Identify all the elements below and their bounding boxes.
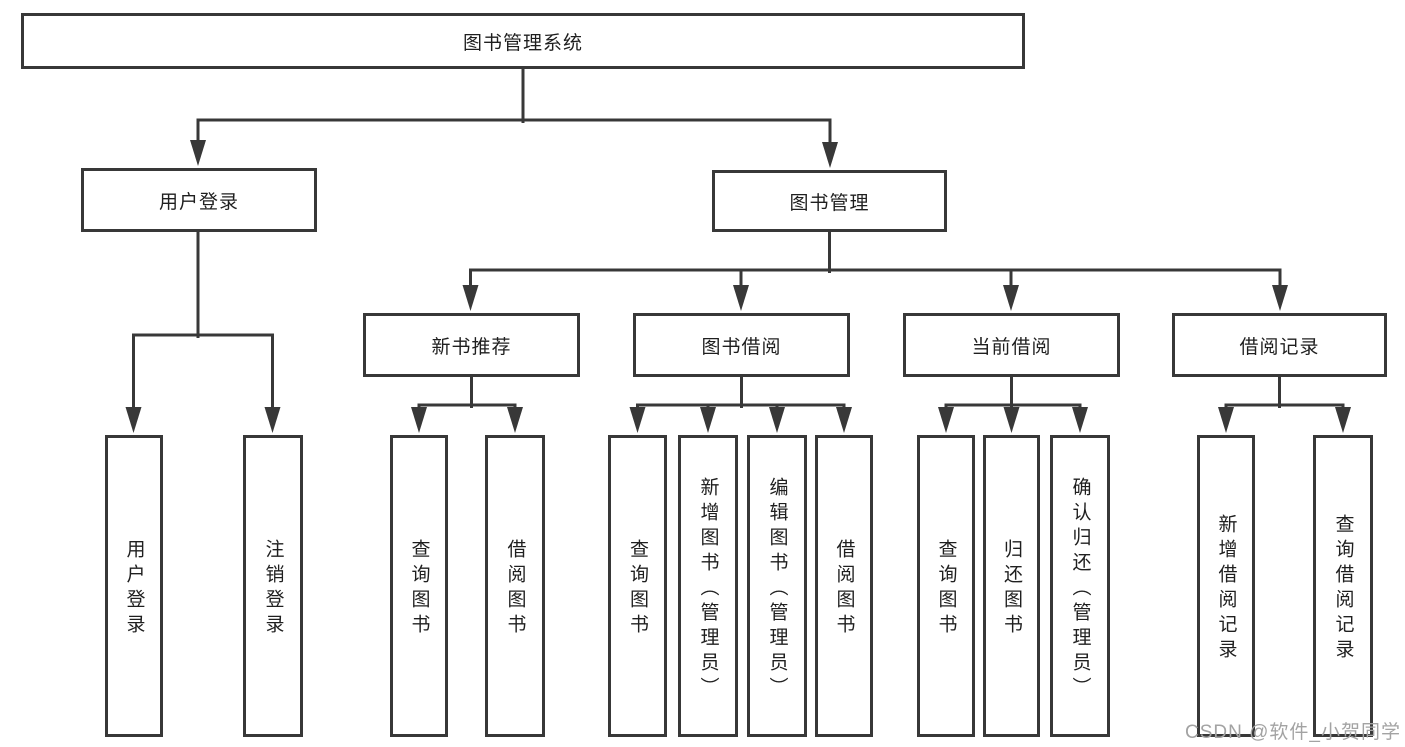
leaf-user-login: 用户登录	[105, 435, 163, 737]
node-new-book-recommend: 新书推荐	[363, 313, 580, 377]
leaf-current-query: 查询图书	[917, 435, 975, 737]
leaf-record-query: 查询借阅记录	[1313, 435, 1373, 737]
leaf-borrow-query: 查询图书	[608, 435, 667, 737]
leaf-current-return: 归还图书	[983, 435, 1040, 737]
leaf-borrow-add-admin: 新增图书（管理员）	[678, 435, 738, 737]
node-book-management: 图书管理	[712, 170, 947, 232]
arrow-down-icons	[125, 140, 1351, 433]
csdn-watermark: CSDN @软件_小贺同学	[1185, 722, 1401, 743]
leaf-borrow-edit-admin: 编辑图书（管理员）	[747, 435, 807, 737]
leaf-borrow-borrow: 借阅图书	[815, 435, 873, 737]
leaf-record-add: 新增借阅记录	[1197, 435, 1255, 737]
leaf-logout: 注销登录	[243, 435, 303, 737]
node-book-borrow: 图书借阅	[633, 313, 850, 377]
leaf-newbook-query: 查询图书	[390, 435, 448, 737]
node-borrow-record: 借阅记录	[1172, 313, 1387, 377]
leaf-newbook-borrow: 借阅图书	[485, 435, 545, 737]
node-user-login: 用户登录	[81, 168, 317, 232]
leaf-current-confirm-admin: 确认归还（管理员）	[1050, 435, 1110, 737]
node-root-system: 图书管理系统	[21, 13, 1025, 69]
node-current-borrow: 当前借阅	[903, 313, 1120, 377]
